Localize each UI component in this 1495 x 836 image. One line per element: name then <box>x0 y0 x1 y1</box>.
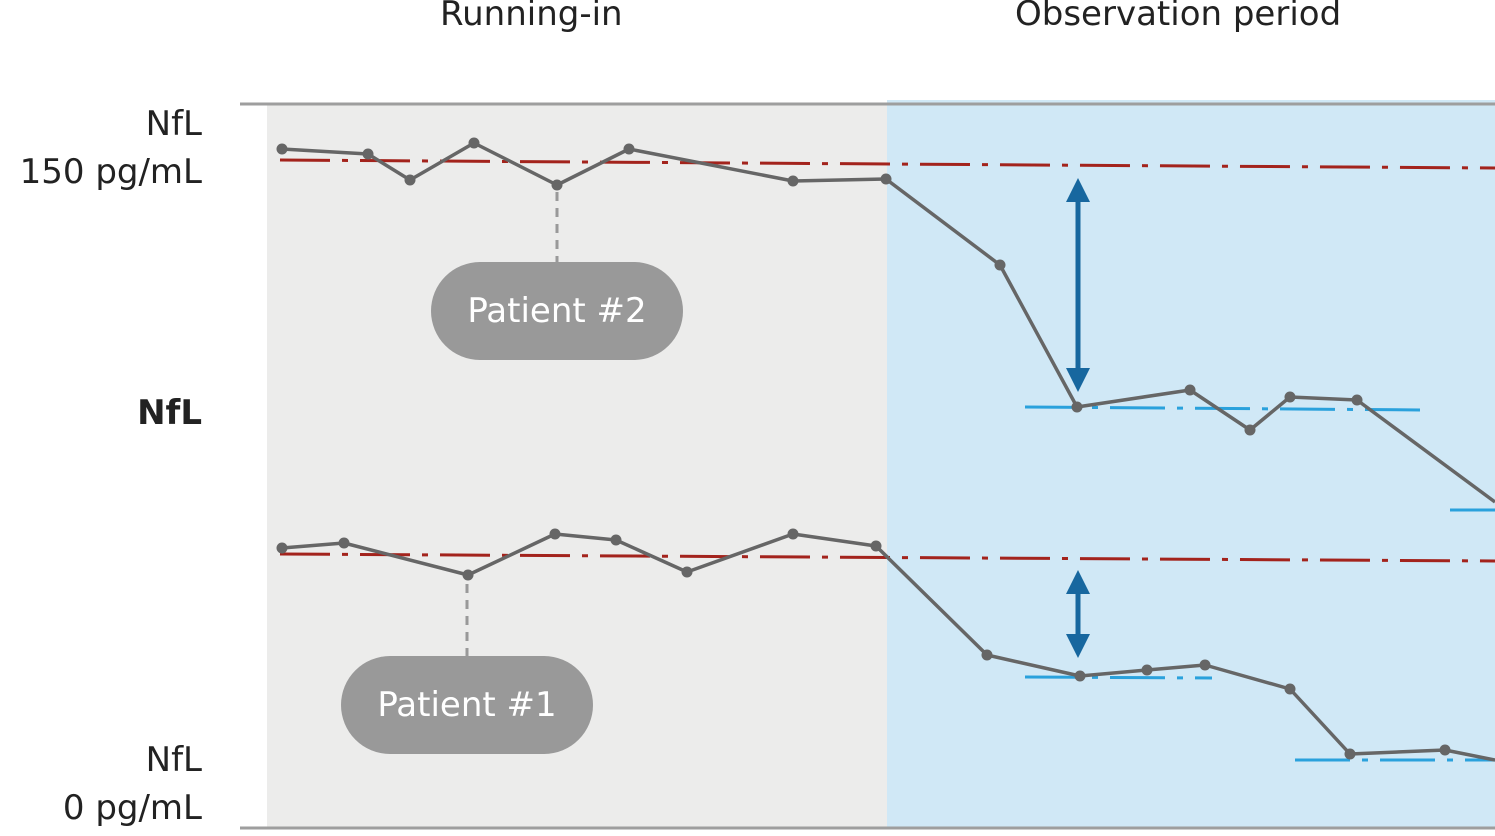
data-point <box>682 567 693 578</box>
y-top-line1: NfL <box>20 100 202 148</box>
data-point <box>881 174 892 185</box>
y-top-label: NfL 150 pg/mL <box>20 100 202 196</box>
y-middle-label: NfL <box>137 389 202 437</box>
data-point <box>469 138 480 149</box>
data-point <box>1285 392 1296 403</box>
patient-1-pill: Patient #1 <box>341 656 593 754</box>
data-point <box>552 180 563 191</box>
patient-2-pill: Patient #2 <box>431 262 683 360</box>
data-point <box>1200 660 1211 671</box>
data-point <box>1345 749 1356 760</box>
data-point <box>1142 665 1153 676</box>
observation-period-label: Observation period <box>1015 0 1341 34</box>
data-point <box>550 529 561 540</box>
data-point <box>363 149 374 160</box>
data-point <box>871 541 882 552</box>
data-point <box>1352 395 1363 406</box>
data-point <box>611 535 622 546</box>
data-point <box>982 650 993 661</box>
data-point <box>788 176 799 187</box>
data-point <box>1285 684 1296 695</box>
data-point <box>405 175 416 186</box>
data-point <box>1245 425 1256 436</box>
y-bottom-line2: 0 pg/mL <box>63 784 202 832</box>
y-top-line2: 150 pg/mL <box>20 148 202 196</box>
observation-region <box>887 100 1495 828</box>
data-point <box>277 543 288 554</box>
data-point <box>788 529 799 540</box>
data-point <box>339 538 350 549</box>
running-in-label: Running-in <box>440 0 623 34</box>
data-point <box>1440 745 1451 756</box>
data-point <box>1075 671 1086 682</box>
y-bottom-label: NfL 0 pg/mL <box>63 736 202 832</box>
y-bottom-line1: NfL <box>63 736 202 784</box>
data-point <box>277 144 288 155</box>
data-point <box>463 570 474 581</box>
data-point <box>624 144 635 155</box>
data-point <box>995 260 1006 271</box>
data-point <box>1072 402 1083 413</box>
data-point <box>1185 385 1196 396</box>
